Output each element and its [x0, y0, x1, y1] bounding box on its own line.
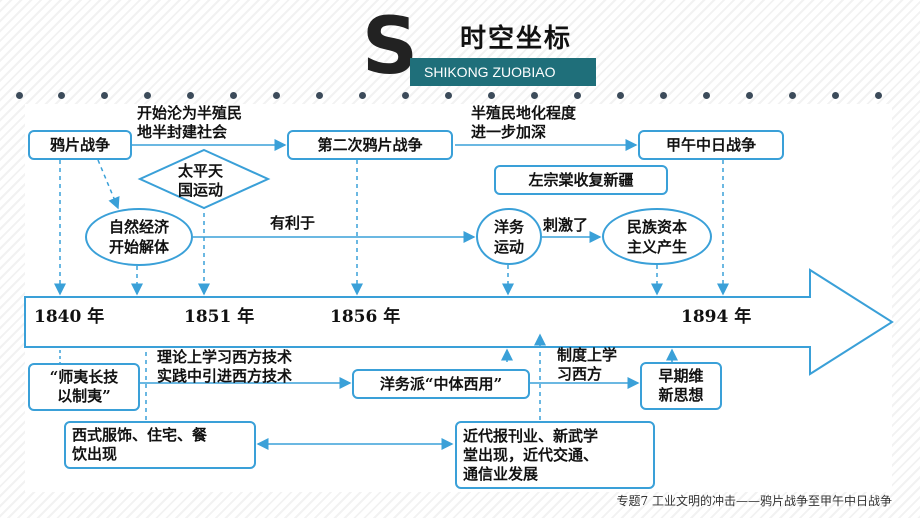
box-sino-japanese-war: 甲午中日战争 [638, 130, 784, 160]
ellipse-westernization: 洋务运动 [476, 208, 542, 265]
box-western-life: 西式服饰、住宅、餐饮出现 [64, 421, 256, 469]
label-stimulate: 刺激了 [543, 216, 589, 234]
box-zhongti-xiyong: 洋务派“中体西用” [352, 369, 530, 399]
label-deepen: 半殖民地化程度进一步加深 [471, 104, 577, 141]
box-early-reform: 早期维新思想 [640, 362, 722, 410]
box-shiyi: “师夷长技以制夷” [28, 363, 140, 411]
timeline-arrow [24, 268, 894, 376]
box-opium-war: 鸦片战争 [28, 130, 132, 160]
year-1894: 1894 年 [681, 307, 752, 327]
dot-row-divider [8, 92, 908, 102]
page-title: 时空坐标 [460, 24, 573, 54]
footer-caption: 专题7 工业文明的冲击——鸦片战争至甲午中日战争 [616, 494, 892, 508]
box-zuo-zongtang: 左宗棠收复新疆 [494, 165, 668, 195]
label-beneficial: 有利于 [270, 214, 316, 232]
ellipse-natural-economy: 自然经济开始解体 [85, 208, 193, 266]
label-theory-practice: 理论上学习西方技术实践中引进西方技术 [157, 348, 293, 385]
box-modern-development: 近代报刊业、新武学堂出现，近代交通、通信业发展 [455, 421, 655, 489]
diamond-shape [137, 148, 271, 210]
label-semi-colonial: 开始沦为半殖民地半封建社会 [137, 104, 243, 141]
subtitle-bar: SHIKONG ZUOBIAO [410, 58, 596, 86]
year-1840: 1840 年 [34, 307, 105, 327]
diamond-taiping: 太平天国运动 [178, 162, 224, 199]
year-1856: 1856 年 [330, 307, 401, 327]
ellipse-capitalism: 民族资本主义产生 [602, 208, 712, 265]
year-1851: 1851 年 [184, 307, 255, 327]
label-system: 制度上学习西方 [557, 346, 618, 383]
logo-s: S [361, 2, 419, 92]
box-second-opium-war: 第二次鸦片战争 [287, 130, 453, 160]
